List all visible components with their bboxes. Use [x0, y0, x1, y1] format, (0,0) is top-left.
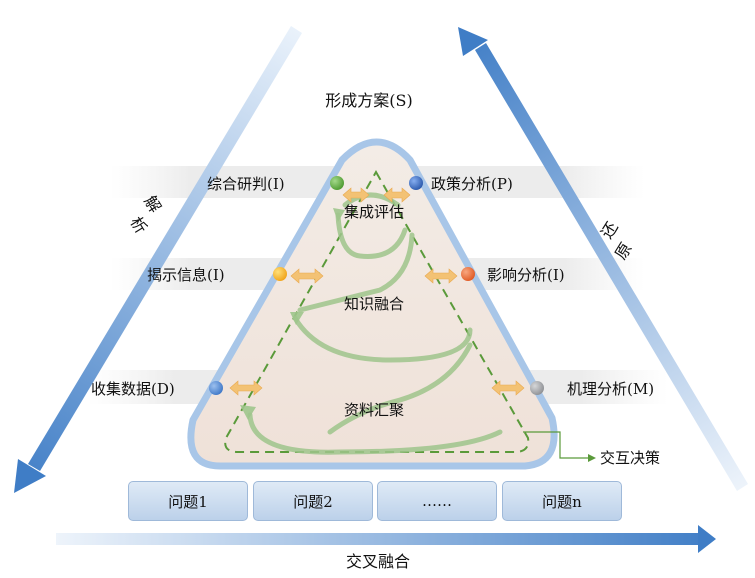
- problem-box-2: 问题2: [253, 481, 373, 521]
- left-step-reveal-information: 揭示信息(I): [147, 266, 225, 284]
- right-step-impact-analysis: 影响分析(I): [487, 266, 565, 284]
- callout-connector: [523, 431, 590, 459]
- exchange-arrow-mid-right: [424, 268, 458, 284]
- left-arrow-label-char-2: 析: [126, 213, 151, 237]
- node-dot-green: [330, 176, 344, 190]
- node-dot-gray: [530, 381, 544, 395]
- inner-layer-knowledge-fusion: 知识融合: [344, 295, 404, 313]
- problem-box-n: 问题n: [502, 481, 622, 521]
- main-pyramid: [187, 138, 558, 470]
- top-label: 形成方案(S): [325, 91, 412, 110]
- exchange-arrow-low-right: [491, 380, 525, 396]
- callout-label: 交互决策: [600, 449, 660, 467]
- inner-layer-integrated-assessment: 集成评估: [344, 203, 404, 221]
- right-restore-arrow: [458, 27, 748, 491]
- swirl-arrows: [247, 192, 503, 455]
- node-dot-blue-top: [409, 176, 423, 190]
- exchange-arrow-mid-left: [290, 268, 324, 284]
- left-step-collect-data: 收集数据(D): [91, 380, 175, 398]
- problem-box-ellipsis: ……: [377, 481, 497, 521]
- node-dot-yellow: [273, 267, 287, 281]
- exchange-arrow-low-left: [229, 380, 263, 396]
- bottom-fusion-arrow: [56, 525, 716, 553]
- problem-box-1: 问题1: [128, 481, 248, 521]
- node-dot-blue-bottom: [209, 381, 223, 395]
- bottom-label: 交叉融合: [346, 552, 410, 571]
- inner-layer-data-aggregation: 资料汇聚: [344, 401, 404, 419]
- left-analysis-arrow: [14, 26, 302, 493]
- exchange-arrow-top-left: [342, 187, 370, 203]
- node-dot-orange: [461, 267, 475, 281]
- right-step-policy-analysis: 政策分析(P): [431, 175, 513, 193]
- callout-arrowhead: [588, 454, 596, 462]
- exchange-arrows: [229, 187, 525, 396]
- exchange-arrow-top-right: [383, 187, 411, 203]
- left-step-integrated-judgment: 综合研判(I): [207, 175, 285, 193]
- swirl-arrowheads: [240, 208, 345, 420]
- right-step-mechanism-analysis: 机理分析(M): [567, 380, 654, 398]
